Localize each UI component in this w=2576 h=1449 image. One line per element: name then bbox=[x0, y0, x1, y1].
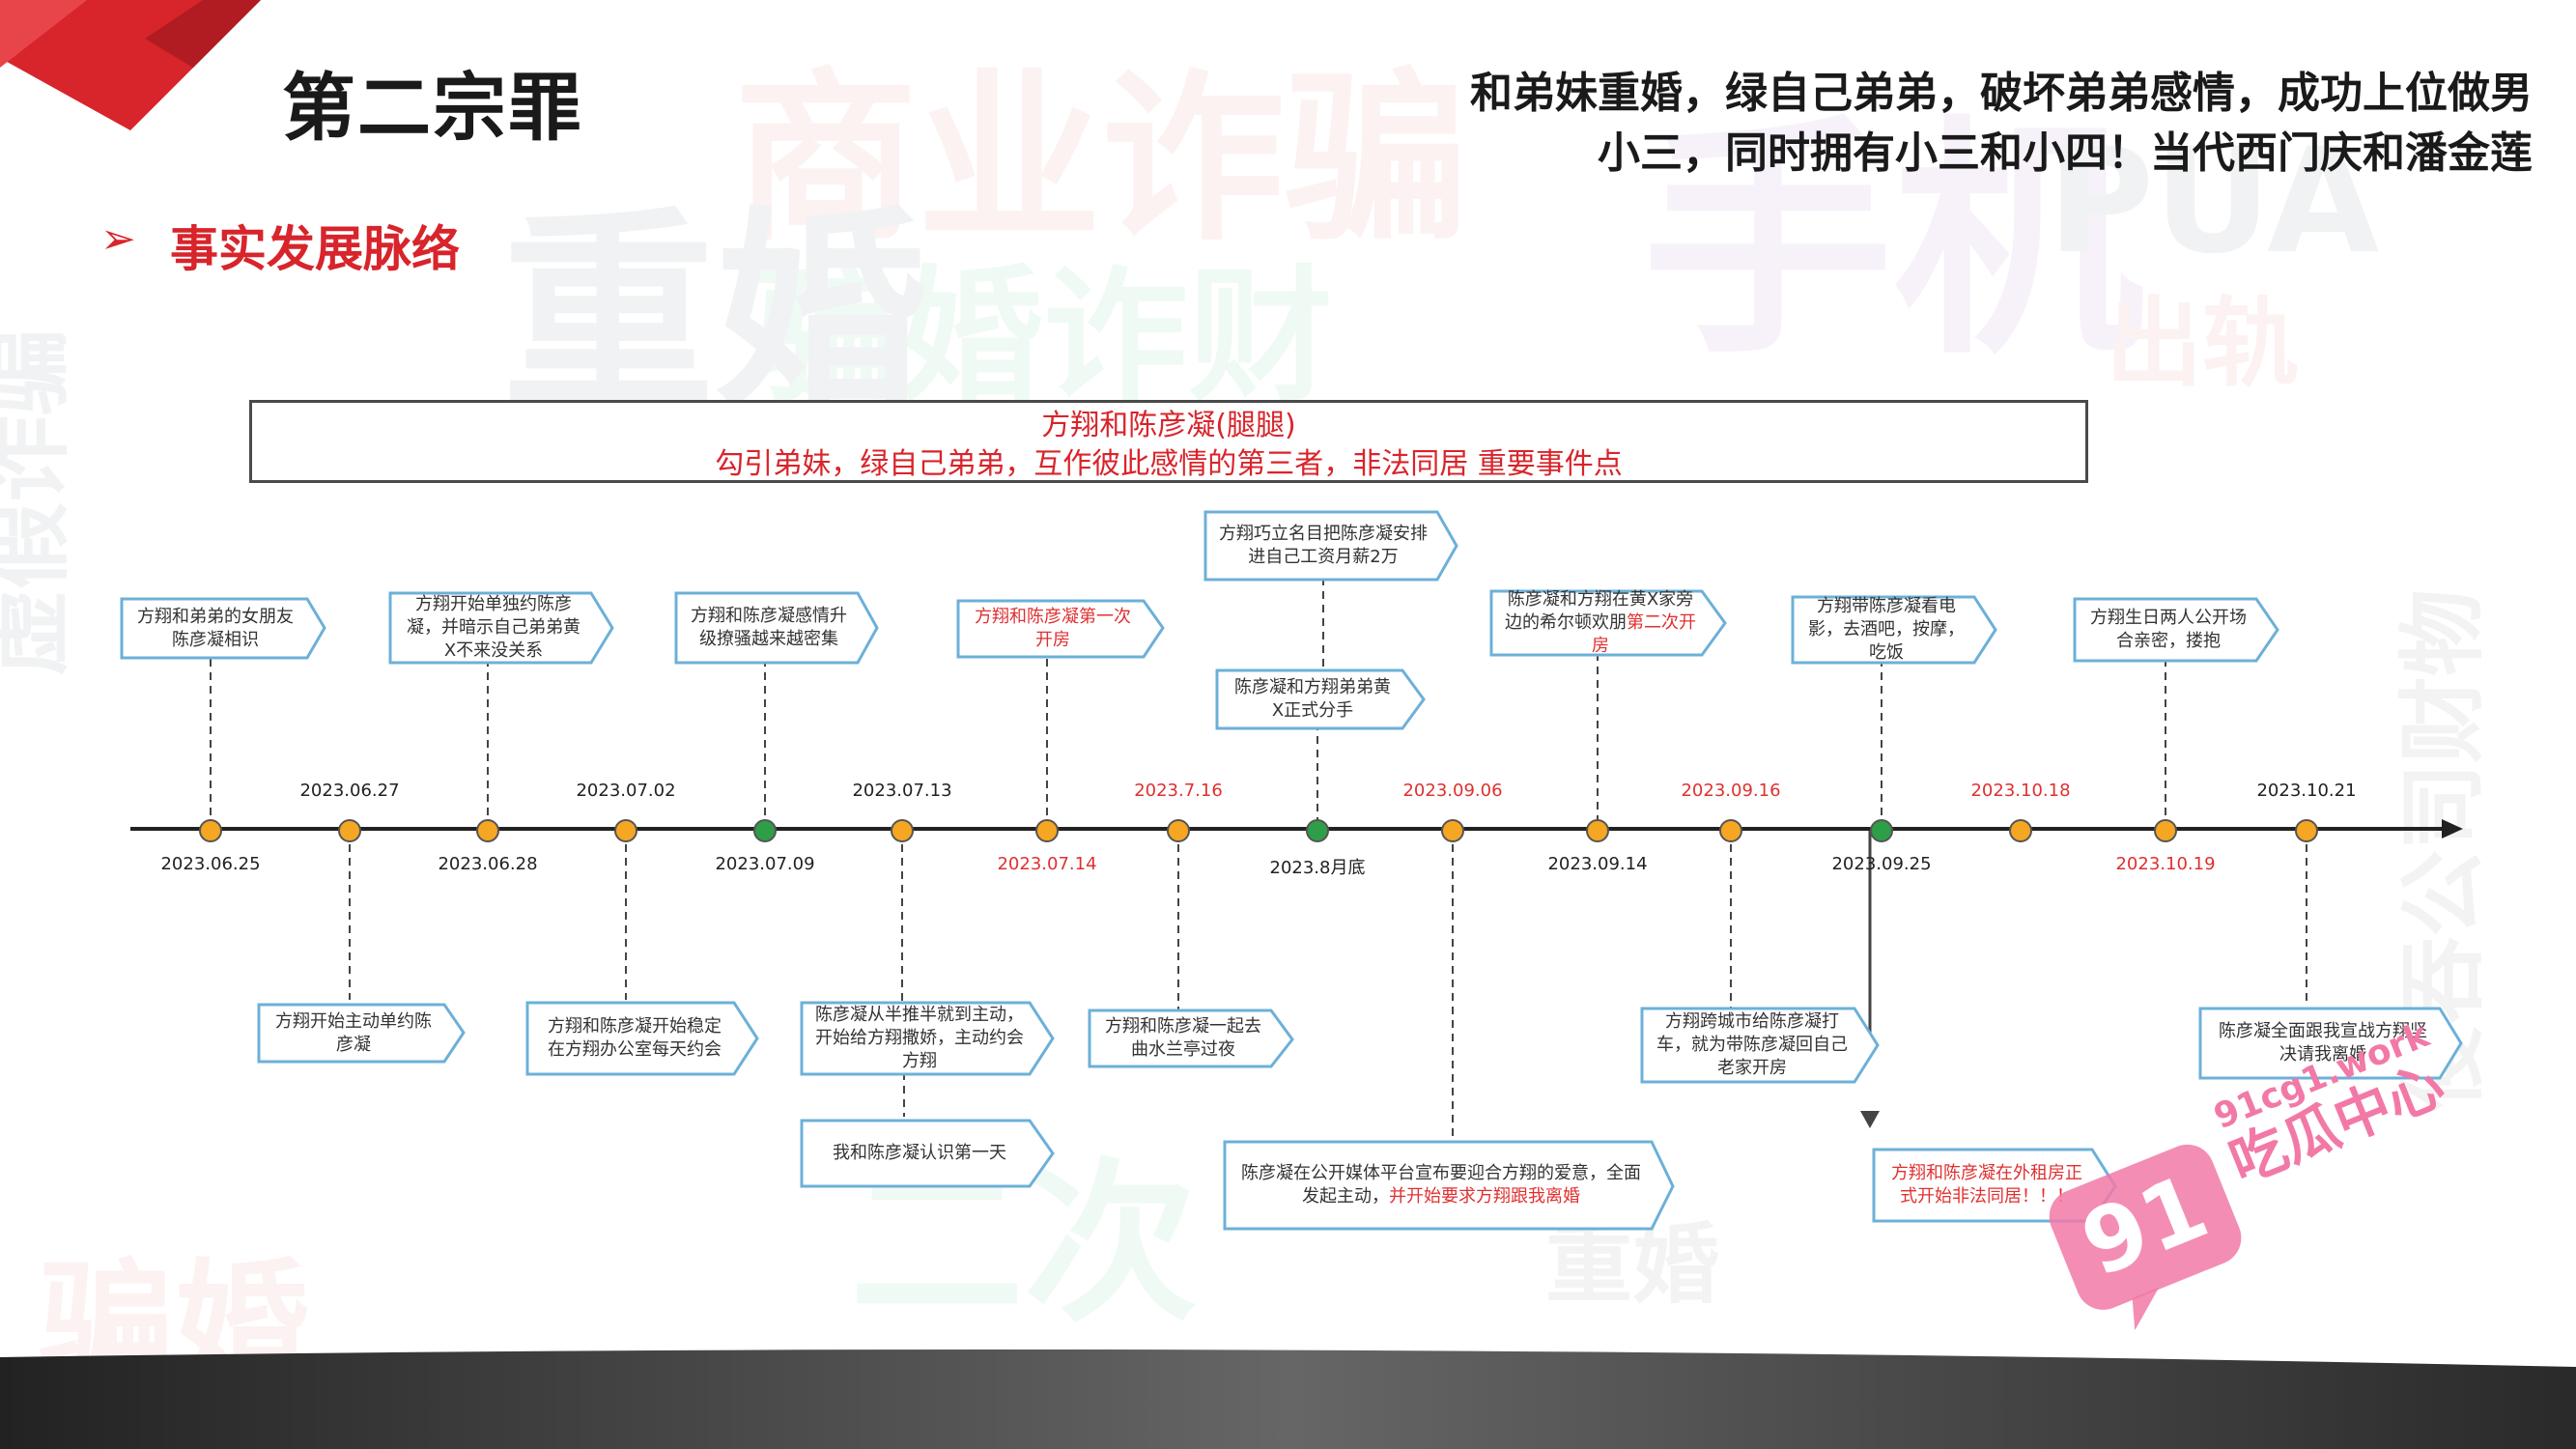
timeline-node bbox=[2009, 819, 2032, 842]
timeline-node bbox=[338, 819, 361, 842]
headline: 和弟妹重婚，绿自己弟弟，破坏弟弟感情，成功上位做男 小三，同时拥有小三和小四！当… bbox=[1258, 64, 2533, 184]
down-arrow-icon bbox=[1860, 1111, 1880, 1128]
timeline-date: 2023.06.27 bbox=[299, 781, 400, 801]
timeline-date: 2023.09.14 bbox=[1547, 854, 1648, 874]
event-label: 方翔生日两人公开场合亲密，搂抱 bbox=[2090, 608, 2247, 651]
timeline-node bbox=[2154, 819, 2177, 842]
timeline-date: 2023.09.16 bbox=[1681, 781, 1781, 801]
event-label-highlight: 第二次开房 bbox=[1592, 612, 1696, 656]
timeline-date: 2023.07.09 bbox=[715, 854, 815, 874]
watermark-logo: 91 91cg1.work 吃瓜中心 bbox=[2049, 1015, 2453, 1331]
summary-box: 方翔和陈彦凝(腿腿) 勾引弟妹，绿自己弟弟，互作彼此感情的第三者，非法同居 重要… bbox=[249, 400, 2088, 483]
timeline-date: 2023.10.21 bbox=[2256, 781, 2357, 801]
summary-line-1: 方翔和陈彦凝(腿腿) bbox=[1041, 409, 1296, 442]
timeline-node bbox=[199, 819, 222, 842]
headline-line-1: 和弟妹重婚，绿自己弟弟，破坏弟弟感情，成功上位做男 bbox=[1470, 69, 2533, 118]
bottom-band bbox=[0, 1350, 2576, 1449]
timeline-date: 2023.09.25 bbox=[1831, 854, 1932, 874]
section-arrow-icon: ➢ bbox=[100, 214, 136, 264]
timeline-node bbox=[1870, 819, 1893, 842]
summary-line-2: 勾引弟妹，绿自己弟弟，互作彼此感情的第三者，非法同居 重要事件点 bbox=[715, 447, 1623, 481]
timeline-date: 2023.06.25 bbox=[160, 854, 261, 874]
event-label: 我和陈彦凝认识第一天 bbox=[833, 1143, 1006, 1163]
timeline-date: 2023.8月底 bbox=[1269, 858, 1366, 878]
event-label: 陈彦凝从半推半就到主动，开始给方翔撒娇，主动约会方翔 bbox=[815, 1005, 1024, 1071]
event-label: 方翔开始单独约陈彦凝，并暗示自己弟弟黄X不来没关系 bbox=[407, 594, 580, 661]
headline-line-2: 小三，同时拥有小三和小四！当代西门庆和潘金莲 bbox=[1598, 128, 2533, 178]
timeline-date: 2023.07.13 bbox=[852, 781, 952, 801]
event-label: 方翔和弟弟的女朋友陈彦凝相识 bbox=[137, 606, 294, 650]
event-label: 方翔和陈彦凝第一次开房 bbox=[975, 607, 1131, 650]
timeline-date: 2023.7.16 bbox=[1134, 781, 1223, 801]
event-label: 方翔和陈彦凝感情升级撩骚越来越密集 bbox=[691, 606, 847, 649]
section-title: 事实发展脉络 bbox=[170, 221, 460, 277]
event-label: 方翔和陈彦凝一起去曲水兰亭过夜 bbox=[1105, 1016, 1261, 1060]
event-label: 方翔开始主动单约陈彦凝 bbox=[275, 1010, 432, 1055]
event-label: 方翔和陈彦凝在外租房正式开始非法同居！！！ bbox=[1891, 1163, 2082, 1207]
event-label: 陈彦凝全面跟我宣战方翔坚决请我离婚 bbox=[2219, 1021, 2427, 1065]
event-label-highlight: 并开始要求方翔跟我离婚 bbox=[1389, 1186, 1580, 1207]
timeline-node bbox=[476, 819, 499, 842]
timeline-node bbox=[1719, 819, 1742, 842]
timeline-node bbox=[1586, 819, 1609, 842]
event-label: 方翔和陈彦凝开始稳定在方翔办公室每天约会 bbox=[548, 1016, 722, 1060]
corner-decoration bbox=[0, 0, 261, 130]
event-label: 陈彦凝在公开媒体平台宣布要迎合方翔的爱意，全面发起主动，并开始要求方翔跟我离婚 bbox=[1225, 1142, 1673, 1229]
timeline-node bbox=[2295, 819, 2318, 842]
timeline-node bbox=[1167, 819, 1190, 842]
timeline-arrow-icon bbox=[2442, 819, 2463, 838]
timeline-date: 2023.06.28 bbox=[438, 854, 538, 874]
timeline-node bbox=[1035, 819, 1059, 842]
event-label: 方翔巧立名目把陈彦凝安排进自己工资月薪2万 bbox=[1219, 524, 1428, 567]
timeline-date: 2023.10.19 bbox=[2115, 854, 2216, 874]
page-title: 第二宗罪 bbox=[282, 65, 583, 151]
timeline-date: 2023.10.18 bbox=[1970, 781, 2071, 801]
timeline-date: 2023.09.06 bbox=[1402, 781, 1503, 801]
timeline-date: 2023.07.14 bbox=[997, 854, 1097, 874]
event-label: 方翔跨城市给陈彦凝打车，就为带陈彦凝回自己老家开房 bbox=[1656, 1011, 1848, 1078]
timeline-node bbox=[891, 819, 914, 842]
timeline-node bbox=[1306, 819, 1329, 842]
event-label-part: 陈彦凝和方翔在黄X家旁边的希尔顿欢朋 bbox=[1505, 589, 1694, 633]
timeline-date: 2023.07.02 bbox=[576, 781, 676, 801]
timeline-node bbox=[614, 819, 637, 842]
timeline-node bbox=[753, 819, 777, 842]
event-label: 陈彦凝和方翔弟弟黄X正式分手 bbox=[1234, 677, 1391, 721]
event-label-part: 陈彦凝在公开媒体平台宣布要迎合方翔的爱意，全面发起主动， bbox=[1241, 1163, 1641, 1207]
event-label: 方翔带陈彦凝看电影，去酒吧，按摩，吃饭 bbox=[1808, 596, 1965, 663]
timeline-node bbox=[1441, 819, 1464, 842]
event-label: 陈彦凝和方翔在黄X家旁边的希尔顿欢朋第二次开房 bbox=[1491, 589, 1725, 656]
